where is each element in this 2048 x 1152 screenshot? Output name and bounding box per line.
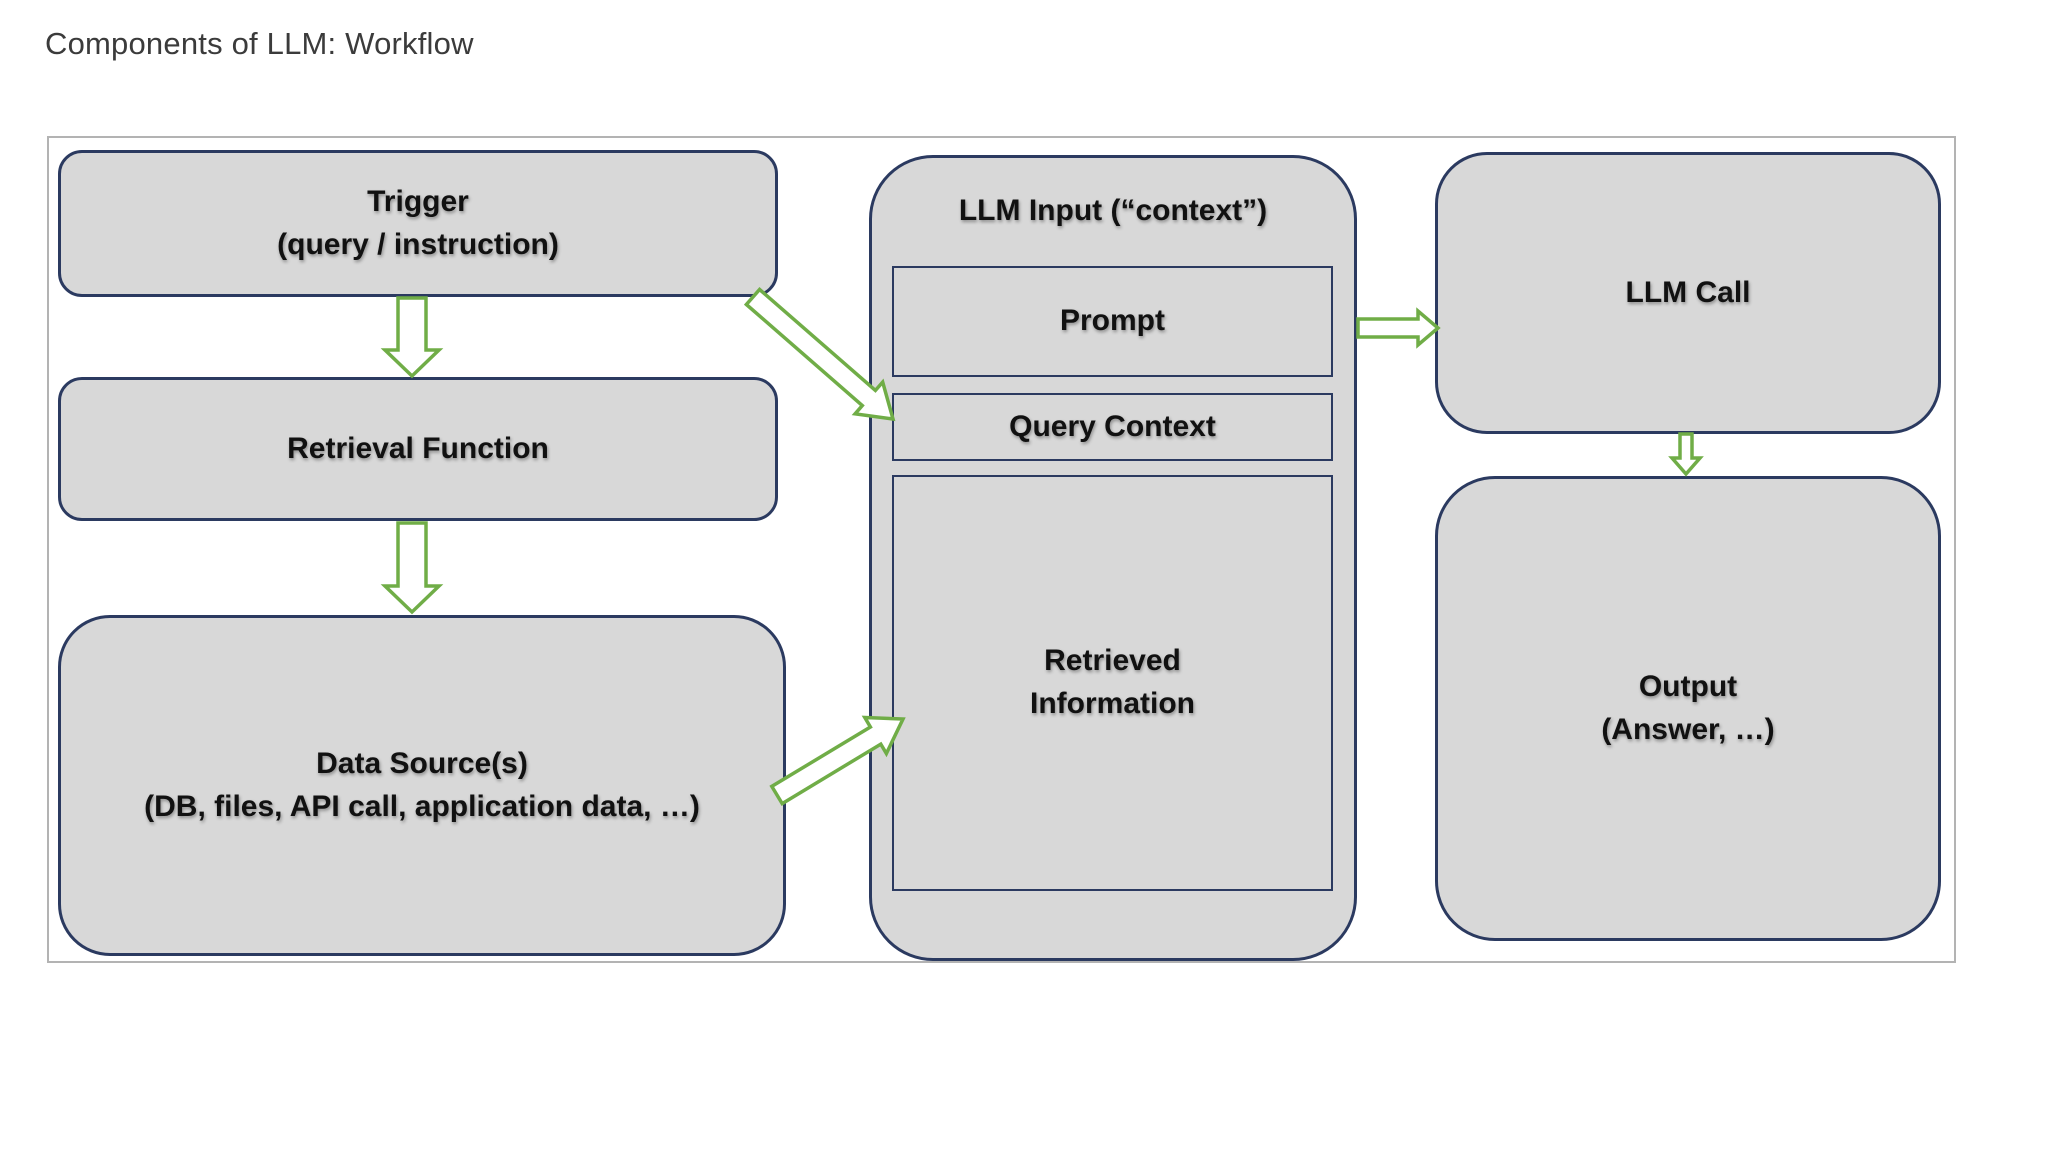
retrieval-function-label: Retrieval Function: [287, 431, 549, 465]
llm-input-header: LLM Input (“context”): [958, 194, 1268, 227]
prompt-box: Prompt: [892, 266, 1333, 377]
query-context-label: Query Context: [1009, 409, 1216, 443]
data-sources-label-line1: Data Source(s): [316, 746, 528, 780]
retrieved-information-label-line2: Information: [1030, 687, 1195, 720]
data-sources-box: Data Source(s) (DB, files, API call, app…: [58, 615, 786, 956]
output-box: Output (Answer, …): [1435, 476, 1941, 941]
retrieval-function-box: Retrieval Function: [58, 377, 778, 521]
llm-call-label: LLM Call: [1625, 275, 1751, 309]
output-label-line2: (Answer, …): [1601, 712, 1775, 746]
prompt-label: Prompt: [1060, 304, 1165, 338]
retrieved-information-label-line1: Retrieved: [1044, 644, 1181, 678]
llm-call-box: LLM Call: [1435, 152, 1941, 434]
page-title: Components of LLM: Workflow: [45, 26, 474, 61]
trigger-box: Trigger (query / instruction): [58, 150, 778, 297]
data-sources-label-line2: (DB, files, API call, application data, …: [144, 789, 700, 823]
query-context-box: Query Context: [892, 393, 1333, 461]
trigger-label-line2: (query / instruction): [277, 227, 559, 261]
retrieved-information-box: Retrieved Information: [892, 475, 1333, 891]
output-label-line1: Output: [1638, 669, 1738, 703]
trigger-label-line1: Trigger: [367, 184, 469, 218]
